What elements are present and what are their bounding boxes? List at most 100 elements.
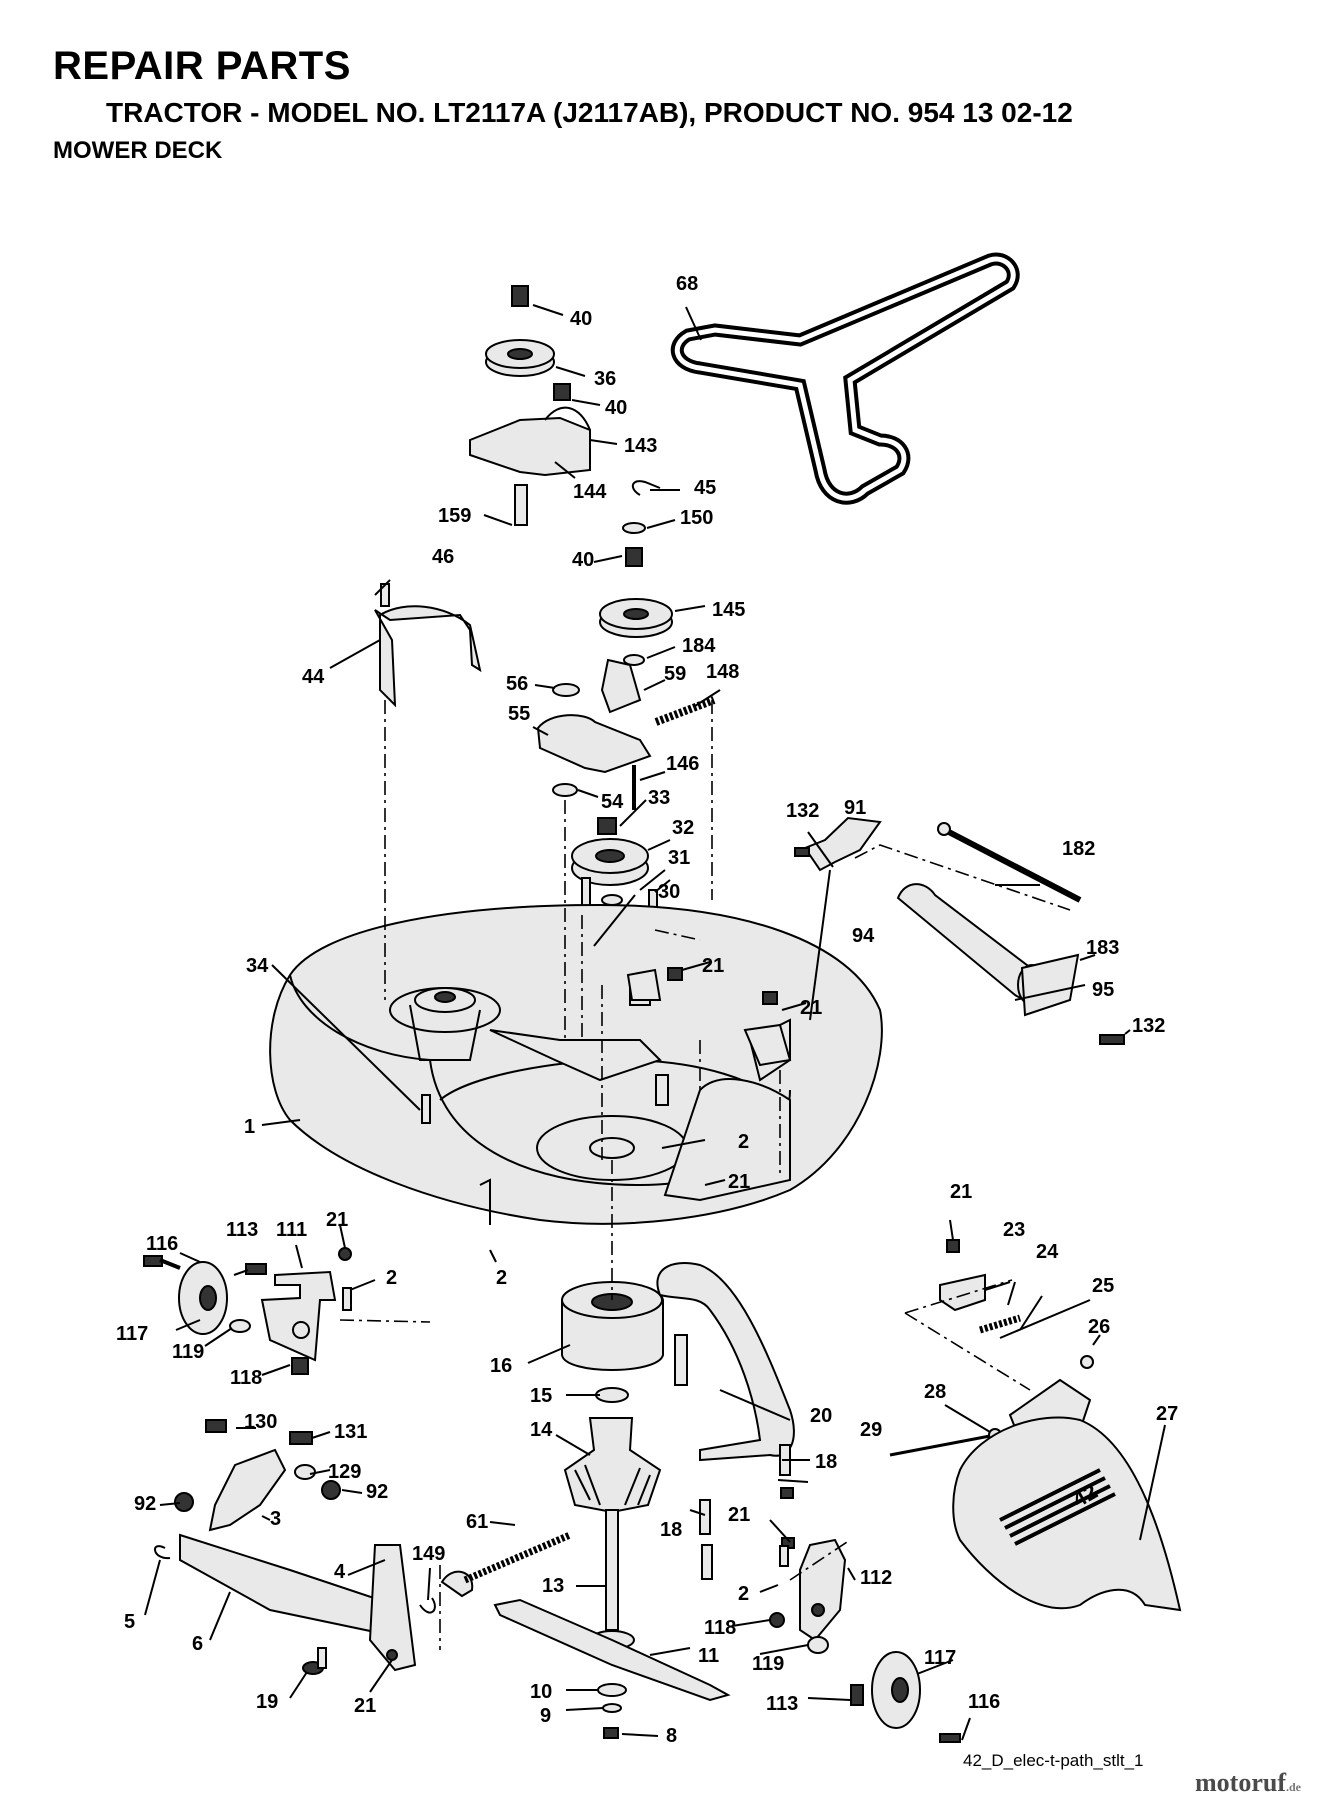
part-label: 5 bbox=[124, 1611, 135, 1633]
part-label: 16 bbox=[490, 1355, 512, 1377]
part-label: 159 bbox=[438, 505, 471, 527]
idler-arm-assembly bbox=[536, 480, 716, 810]
part-label: 129 bbox=[328, 1461, 361, 1483]
part-label: 24 bbox=[1036, 1241, 1059, 1263]
part-label: 40 bbox=[570, 308, 592, 330]
part-label: 149 bbox=[412, 1543, 445, 1565]
watermark-logo: motoruf.de bbox=[1195, 1768, 1301, 1798]
section-title: MOWER DECK bbox=[53, 137, 223, 164]
part-label: 21 bbox=[354, 1695, 376, 1717]
part-label: 1 bbox=[244, 1116, 255, 1138]
model-subtitle: TRACTOR - MODEL NO. LT2117A (J2117AB), P… bbox=[106, 97, 1073, 128]
part-label: 113 bbox=[766, 1693, 798, 1715]
part-label: 8 bbox=[666, 1725, 677, 1747]
part-label: 2 bbox=[738, 1583, 749, 1605]
watermark-text: motoruf bbox=[1195, 1768, 1286, 1797]
upper-idler-assembly bbox=[469, 285, 591, 526]
part-label: 4 bbox=[334, 1561, 346, 1583]
diagram-code: 42_D_elec-t-path_stlt_1 bbox=[963, 1751, 1144, 1770]
part-label: 146 bbox=[666, 753, 699, 775]
part-label: 46 bbox=[432, 546, 454, 568]
part-label: 95 bbox=[1092, 979, 1114, 1001]
part-label: 2 bbox=[386, 1267, 397, 1289]
part-label: 59 bbox=[664, 663, 686, 685]
part-label: 34 bbox=[246, 955, 269, 977]
part-label: 30 bbox=[658, 881, 680, 903]
part-label: 130 bbox=[244, 1411, 277, 1433]
part-label: 148 bbox=[706, 661, 739, 683]
part-label: 112 bbox=[860, 1567, 892, 1589]
part-label: 143 bbox=[624, 435, 657, 457]
part-label: 144 bbox=[573, 481, 607, 503]
part-label: 184 bbox=[682, 635, 716, 657]
mower-deck-housing bbox=[269, 903, 883, 1225]
deck-bracket-right bbox=[626, 967, 792, 1067]
part-label: 20 bbox=[810, 1405, 832, 1427]
part-label: 116 bbox=[968, 1691, 1000, 1713]
discharge-chute-assembly: 42 bbox=[889, 1239, 1182, 1612]
part-label: 6 bbox=[192, 1633, 203, 1655]
spindle-assembly bbox=[493, 1281, 731, 1739]
part-label: 61 bbox=[466, 1511, 488, 1533]
header: REPAIR PARTS TRACTOR - MODEL NO. LT2117A… bbox=[0, 0, 1334, 170]
part-label: 9 bbox=[540, 1705, 551, 1727]
part-label: 36 bbox=[594, 368, 616, 390]
part-label: 145 bbox=[712, 599, 745, 621]
part-label: 33 bbox=[648, 787, 670, 809]
deck-baffle bbox=[656, 1262, 795, 1580]
part-label: 117 bbox=[116, 1323, 148, 1345]
part-label: 116 bbox=[146, 1233, 178, 1255]
part-label: 21 bbox=[728, 1171, 750, 1193]
part-label: 21 bbox=[702, 955, 724, 977]
part-label: 40 bbox=[572, 549, 594, 571]
part-label: 18 bbox=[815, 1451, 837, 1473]
page-title: REPAIR PARTS bbox=[53, 44, 351, 88]
part-label: 21 bbox=[800, 997, 822, 1019]
part-label: 182 bbox=[1062, 838, 1095, 860]
part-label: 2 bbox=[496, 1267, 507, 1289]
part-label: 15 bbox=[530, 1385, 552, 1407]
part-label: 44 bbox=[302, 666, 325, 688]
part-label: 183 bbox=[1086, 937, 1119, 959]
part-label: 92 bbox=[366, 1481, 388, 1503]
part-label: 21 bbox=[728, 1504, 750, 1526]
part-label: 27 bbox=[1156, 1403, 1178, 1425]
part-label: 21 bbox=[326, 1209, 348, 1231]
part-label: 2 bbox=[738, 1131, 749, 1153]
part-label: 14 bbox=[530, 1419, 553, 1441]
part-label: 91 bbox=[844, 797, 866, 819]
part-label: 10 bbox=[530, 1681, 552, 1703]
part-label: 32 bbox=[672, 817, 694, 839]
watermark-suffix: .de bbox=[1285, 1780, 1301, 1794]
part-label: 25 bbox=[1092, 1275, 1114, 1297]
part-label: 118 bbox=[230, 1367, 262, 1389]
part-label: 111 bbox=[276, 1219, 307, 1241]
part-label: 18 bbox=[660, 1519, 682, 1541]
right-wheel-assembly bbox=[769, 1538, 961, 1743]
part-label: 68 bbox=[676, 273, 698, 295]
part-label: 94 bbox=[852, 925, 875, 947]
part-label: 3 bbox=[270, 1508, 281, 1530]
part-label: 26 bbox=[1088, 1316, 1110, 1338]
part-label: 54 bbox=[601, 791, 624, 813]
part-label: 29 bbox=[860, 1419, 882, 1441]
alignment-lines bbox=[384, 700, 851, 1581]
part-label: 56 bbox=[506, 673, 528, 695]
belt-cover bbox=[374, 583, 482, 708]
part-label: 117 bbox=[924, 1647, 956, 1669]
part-label: 131 bbox=[334, 1421, 367, 1443]
part-label: 28 bbox=[924, 1381, 946, 1403]
part-label: 119 bbox=[172, 1341, 204, 1363]
part-labels: 40 36 40 143 144 159 68 45 150 40 145 18… bbox=[116, 273, 1178, 1747]
part-label: 113 bbox=[226, 1219, 258, 1241]
part-label: 21 bbox=[950, 1181, 972, 1203]
part-label: 11 bbox=[698, 1645, 719, 1667]
part-label: 132 bbox=[1132, 1015, 1165, 1037]
part-label: 19 bbox=[256, 1691, 278, 1713]
part-label: 119 bbox=[752, 1653, 784, 1675]
part-label: 31 bbox=[668, 847, 690, 869]
roller-assembly bbox=[794, 816, 1125, 1045]
part-label: 118 bbox=[704, 1617, 736, 1639]
part-label: 13 bbox=[542, 1575, 564, 1597]
